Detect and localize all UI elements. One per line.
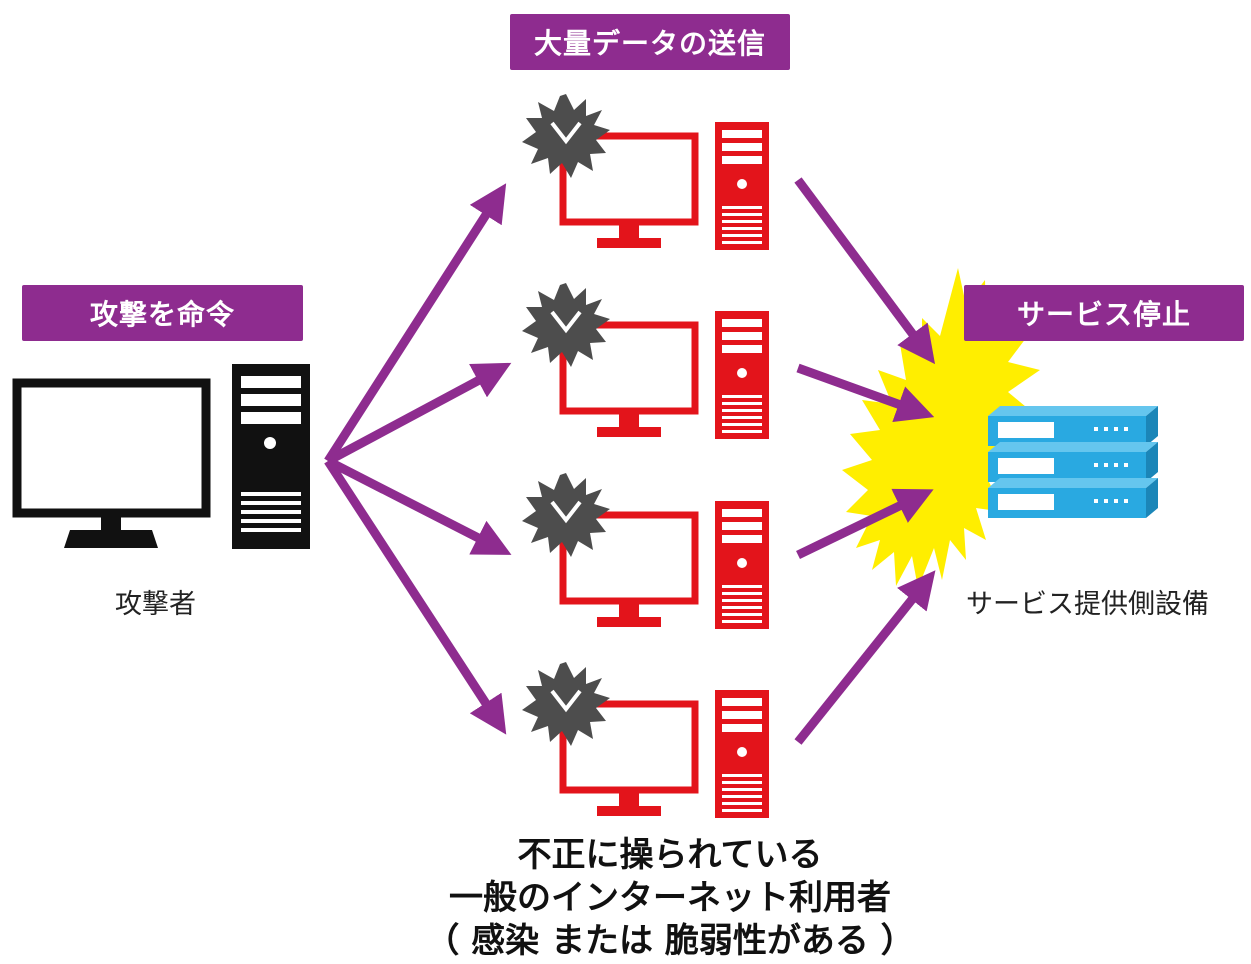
service-equipment-label: サービス提供側設備 [966, 589, 1209, 620]
command-arrow-4 [324, 458, 507, 735]
command-arrow-1 [324, 183, 507, 464]
order-attack-tag: 攻撃を命令 [22, 285, 303, 341]
attack-arrow-1 [794, 177, 936, 365]
attack-arrows [794, 177, 936, 745]
send-data-tag: 大量データの送信 [510, 14, 790, 70]
command-arrows [324, 183, 512, 735]
attack-arrow-2 [796, 363, 935, 423]
attack-arrow-4 [794, 570, 936, 745]
caption-line-1: 不正に操られている [517, 835, 823, 875]
command-arrow-3 [325, 456, 512, 555]
infected-users-caption: 不正に操られている 一般のインターネット利用者 （ 感染 または 脆弱性がある … [360, 834, 980, 963]
attack-arrow-3 [796, 488, 934, 560]
command-arrow-2 [325, 362, 512, 465]
caption-line-2: 一般のインターネット利用者 [449, 878, 891, 918]
caption-line-3: （ 感染 または 脆弱性がある ） [425, 921, 915, 961]
server-rack-icon [988, 406, 1158, 518]
attacker-computer-icon [12, 364, 310, 549]
attacker-label: 攻撃者 [115, 589, 196, 620]
service-stop-tag: サービス停止 [964, 285, 1244, 341]
